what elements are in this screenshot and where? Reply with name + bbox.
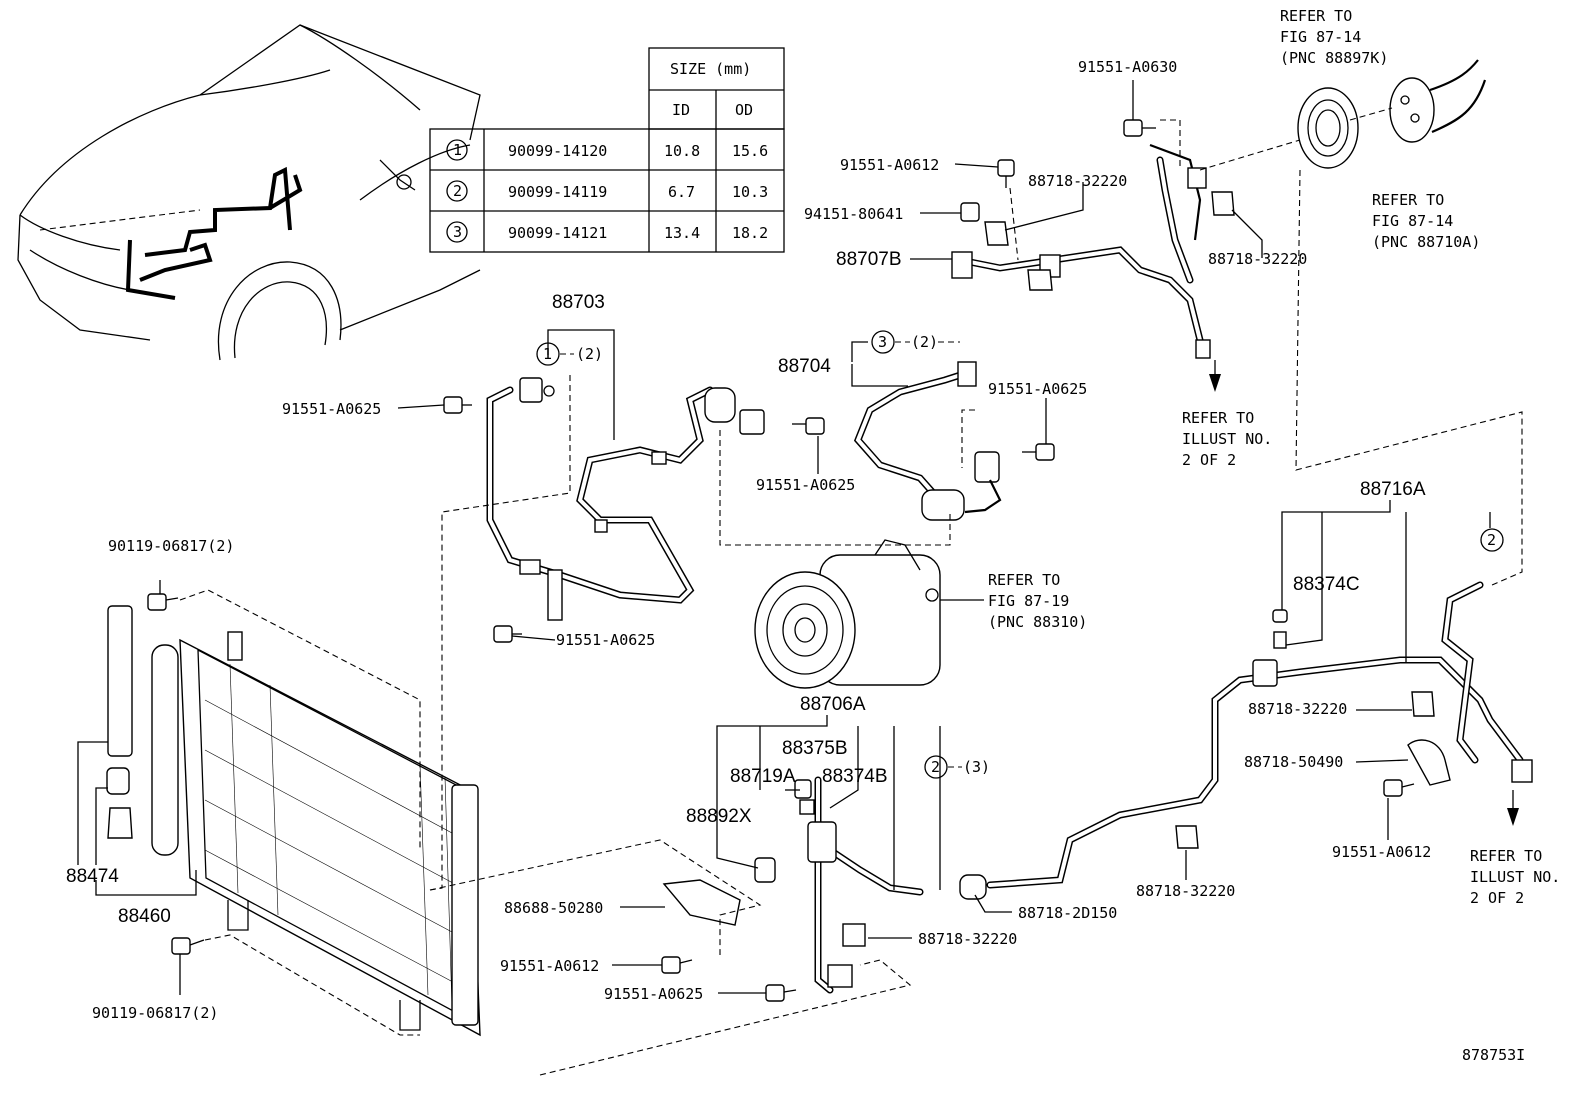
table-size-header: SIZE (mm)	[670, 60, 751, 78]
label-88474: 88474	[66, 866, 119, 887]
table-row-2-part: 90099-14119	[508, 183, 607, 201]
callouts: 1 (2) 3 (2) 2 (3) 2	[536, 330, 1504, 779]
label-91551-A0625-d: 91551-A0625	[556, 631, 655, 649]
label-91551-A0625-b: 91551-A0625	[756, 476, 855, 494]
refer-1-line-1: REFER TO	[1280, 7, 1352, 25]
refer-5-line-2: ILLUST NO.	[1470, 868, 1560, 886]
label-91551-A0625-e: 91551-A0625	[604, 985, 703, 1003]
table-row-1-id: 10.8	[664, 142, 700, 160]
refer-1-line-2: FIG 87-14	[1280, 28, 1361, 46]
table-row-3-id: 13.4	[664, 224, 700, 242]
label-88718-32220-d: 88718-32220	[1136, 882, 1235, 900]
table-row-3-part: 90099-14121	[508, 224, 607, 242]
label-88718-2D150: 88718-2D150	[1018, 904, 1117, 922]
pipe-88706A	[754, 776, 924, 994]
label-88706A: 88706A	[800, 694, 866, 715]
pipe-88703	[486, 377, 765, 621]
refer-2-line-1: REFER TO	[1372, 191, 1444, 209]
label-91551-A0630: 91551-A0630	[1078, 58, 1177, 76]
table-row-2-id: 6.7	[668, 183, 695, 201]
size-table: SIZE (mm) ID OD 1 90099-14120 10.8 15.6 …	[429, 47, 785, 253]
callout-2a-qty: (3)	[963, 758, 990, 776]
label-90119-06817-a: 90119-06817(2)	[108, 537, 234, 555]
figure-code: 878753I	[1462, 1046, 1525, 1064]
label-88688-50280: 88688-50280	[504, 899, 603, 917]
label-88374B: 88374B	[822, 766, 888, 787]
label-88375B: 88375B	[782, 738, 848, 759]
callout-1-label: 1	[543, 345, 552, 363]
refer-5-line-3: 2 OF 2	[1470, 889, 1524, 907]
pipe-88704	[853, 361, 1002, 521]
label-88703: 88703	[552, 292, 605, 313]
callout-1	[536, 342, 560, 366]
leader-lines	[77, 80, 1491, 995]
fitting-88897K	[1297, 87, 1359, 169]
refer-4-line-3: (PNC 88310)	[988, 613, 1087, 631]
refer-2-line-3: (PNC 88710A)	[1372, 233, 1480, 251]
bolts	[147, 119, 1451, 1002]
callout-2a	[924, 755, 948, 779]
pipe-88716A	[959, 581, 1533, 900]
label-94151-80641: 94151-80641	[804, 205, 903, 223]
label-88718-50490: 88718-50490	[1244, 753, 1343, 771]
refer-4-line-1: REFER TO	[988, 571, 1060, 589]
label-88718-32220-c: 88718-32220	[918, 930, 1017, 948]
label-88718-32220-e: 88718-32220	[1248, 700, 1347, 718]
label-91551-A0625-c: 91551-A0625	[988, 380, 1087, 398]
refer-notes: REFER TO FIG 87-14 (PNC 88897K) REFER TO…	[988, 7, 1560, 907]
table-row-2-num: 2	[453, 182, 462, 200]
label-88707B: 88707B	[836, 249, 902, 270]
table-row-2-od: 10.3	[732, 183, 768, 201]
label-88460: 88460	[118, 906, 171, 927]
label-91551-A0612-top: 91551-A0612	[840, 156, 939, 174]
table-od-header: OD	[735, 101, 753, 119]
car-illustration	[17, 24, 481, 361]
table-id-header: ID	[672, 101, 690, 119]
refer-1-line-3: (PNC 88897K)	[1280, 49, 1388, 67]
dashed-guides	[179, 107, 1523, 1076]
compressor	[754, 539, 941, 689]
callout-2b	[1480, 528, 1504, 552]
callout-3-label: 3	[878, 333, 887, 351]
callout-2a-label: 2	[931, 758, 940, 776]
refer-5-line-1: REFER TO	[1470, 847, 1542, 865]
callout-3	[871, 330, 895, 354]
refer-2-line-2: FIG 87-14	[1372, 212, 1453, 230]
table-row-1-part: 90099-14120	[508, 142, 607, 160]
label-88718-32220-b: 88718-32220	[1208, 250, 1307, 268]
refer-3-line-2: ILLUST NO.	[1182, 430, 1272, 448]
table-row-1-od: 15.6	[732, 142, 768, 160]
condenser	[106, 605, 481, 1037]
callout-2b-label: 2	[1487, 531, 1496, 549]
label-88716A: 88716A	[1360, 479, 1426, 500]
label-88892X: 88892X	[686, 806, 752, 827]
part-labels: 88703 88704 88707B 88706A 88716A 88375B …	[66, 58, 1431, 1022]
pipe-88707B	[951, 143, 1211, 359]
label-88718-32220-a: 88718-32220	[1028, 172, 1127, 190]
refer-4-line-2: FIG 87-19	[988, 592, 1069, 610]
label-90119-06817-b: 90119-06817(2)	[92, 1004, 218, 1022]
callout-3-qty: (2)	[911, 333, 938, 351]
label-88704: 88704	[778, 356, 831, 377]
refer-3-line-1: REFER TO	[1182, 409, 1254, 427]
fitting-88710A	[1389, 59, 1487, 143]
label-91551-A0612-bot: 91551-A0612	[500, 957, 599, 975]
label-88374C: 88374C	[1293, 574, 1360, 595]
refer-3-line-3: 2 OF 2	[1182, 451, 1236, 469]
table-row-3-od: 18.2	[732, 224, 768, 242]
label-91551-A0625-a: 91551-A0625	[282, 400, 381, 418]
callout-1-qty: (2)	[576, 345, 603, 363]
label-91551-A0612-r: 91551-A0612	[1332, 843, 1431, 861]
label-88719A: 88719A	[730, 766, 796, 787]
table-row-1-num: 1	[453, 141, 462, 159]
table-row-3-num: 3	[453, 223, 462, 241]
